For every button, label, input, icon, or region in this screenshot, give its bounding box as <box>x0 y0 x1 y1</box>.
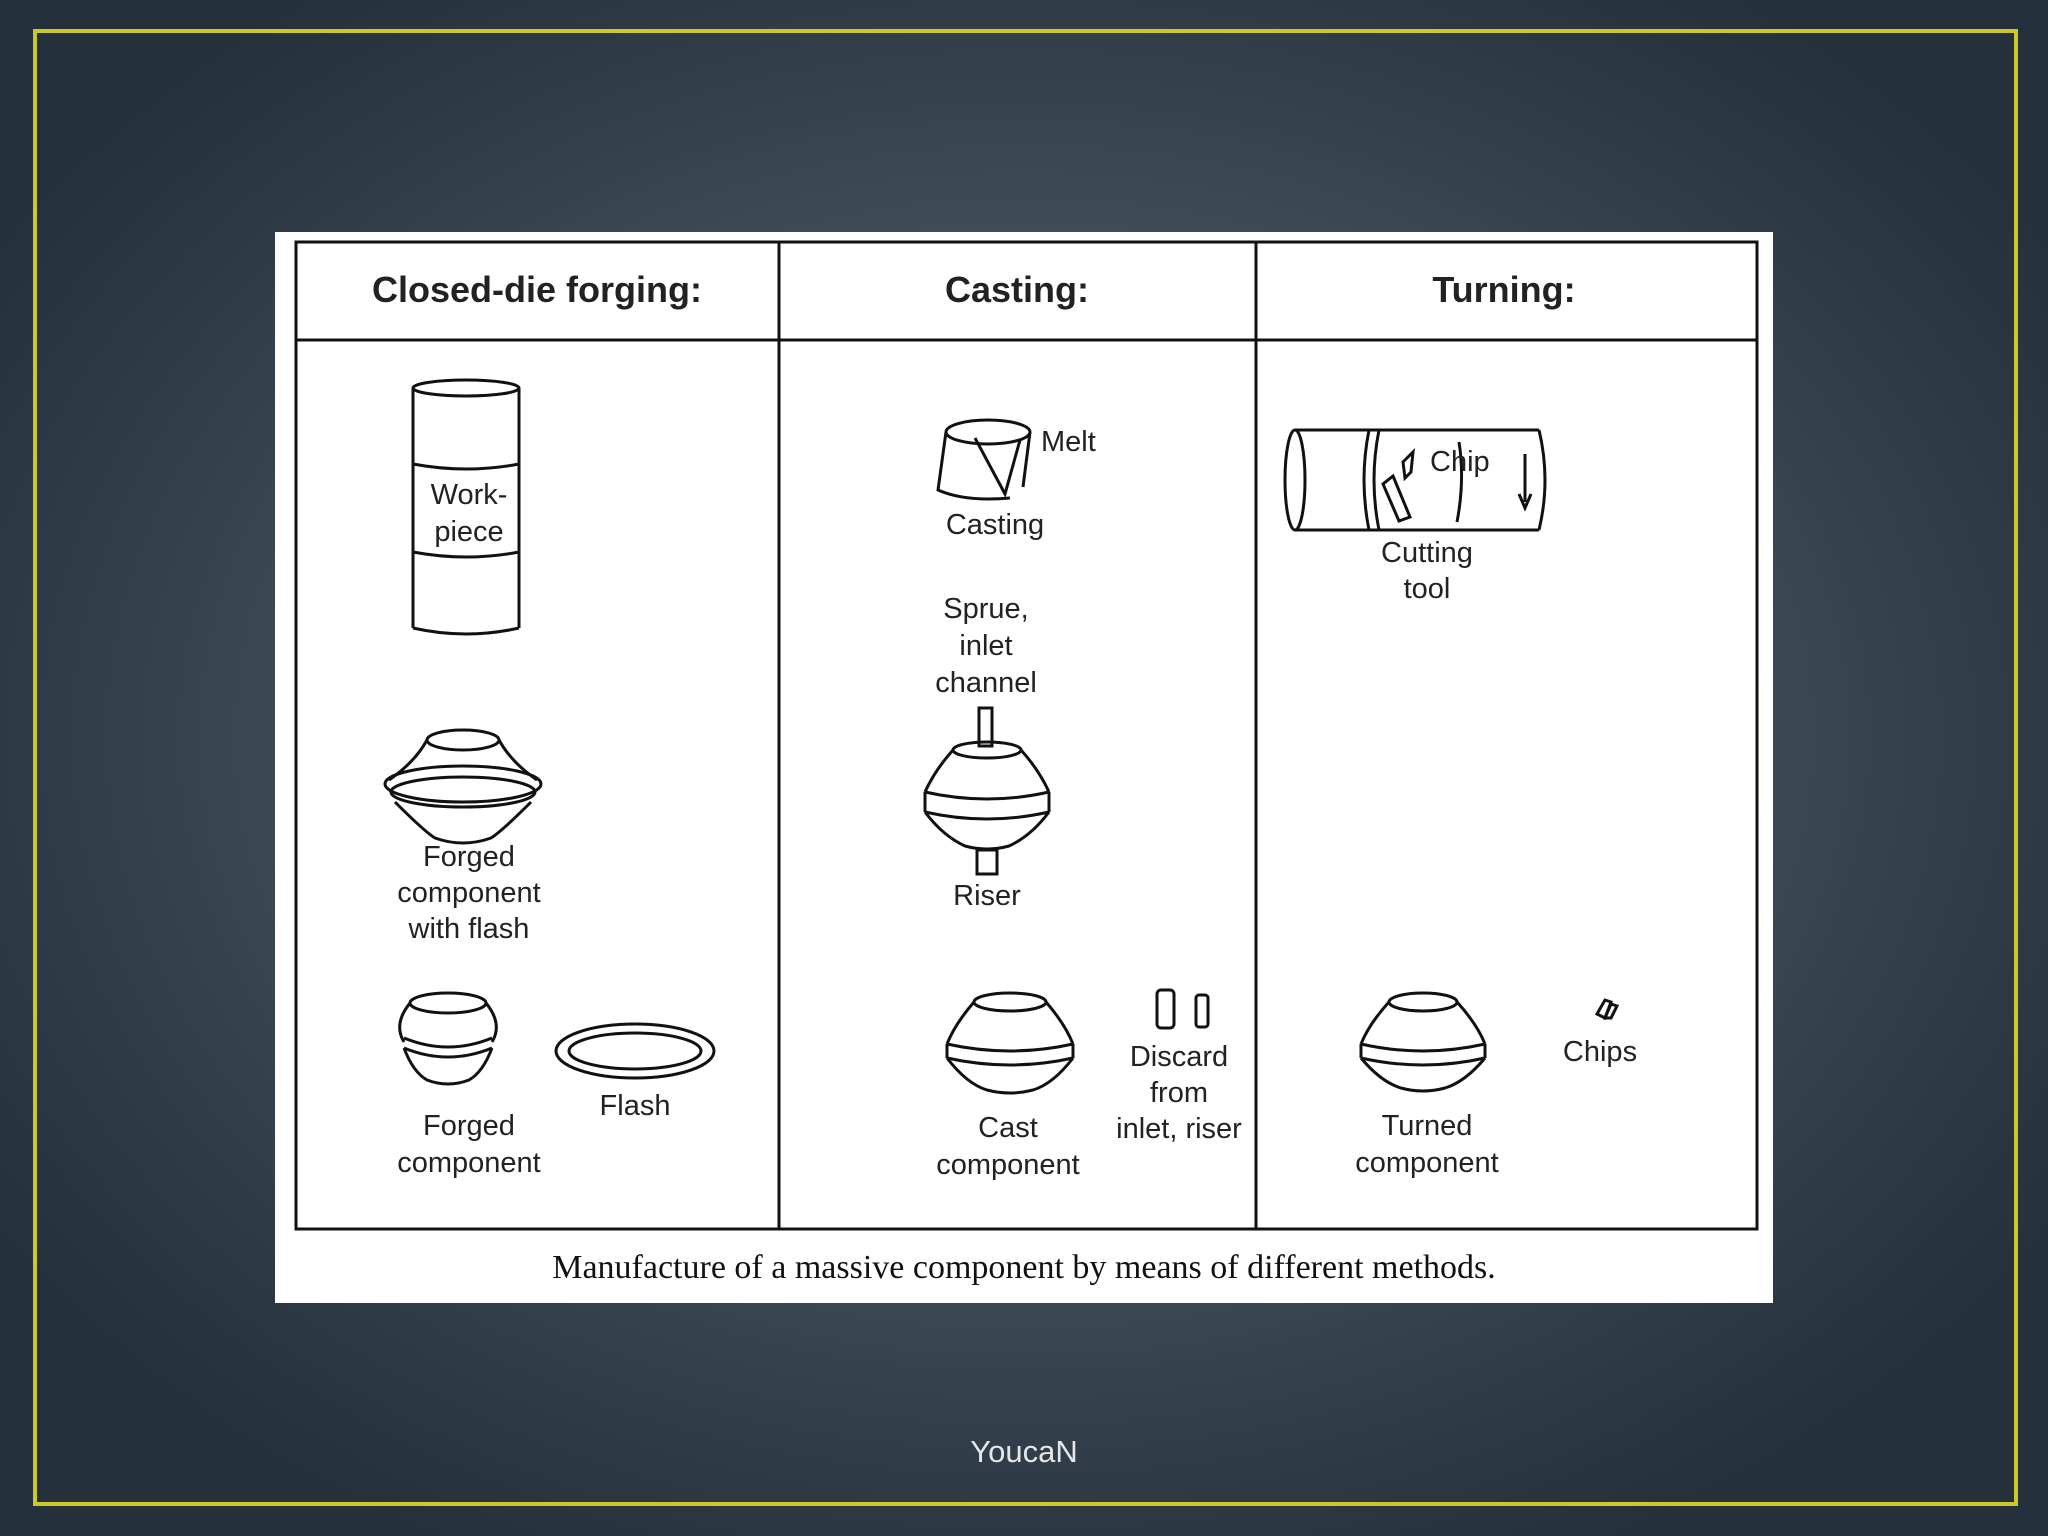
header-closed-die-forging: Closed-die forging: <box>372 269 702 310</box>
mold-with-sprue-riser-drawing <box>923 706 1051 876</box>
label-workpiece-line1: Work- <box>431 479 508 511</box>
label-discard-line3: inlet, riser <box>1116 1113 1242 1145</box>
label-discard-line2: from <box>1150 1077 1208 1109</box>
flash-ring-drawing <box>554 1022 716 1080</box>
label-forged-with-flash-line3: with flash <box>408 913 530 945</box>
cutting-tool-drawing <box>1381 447 1415 523</box>
label-sprue-line1: Sprue, <box>943 593 1028 625</box>
forged-with-flash-drawing <box>383 728 543 845</box>
workpiece-cylinder-drawing <box>411 378 521 636</box>
label-casting: Casting <box>946 509 1044 541</box>
label-forged-component-line2: component <box>397 1147 541 1179</box>
label-flash: Flash <box>600 1090 671 1122</box>
label-turned-line1: Turned <box>1382 1110 1473 1142</box>
label-cutting-tool-line1: Cutting <box>1381 537 1473 569</box>
label-sprue-line3: channel <box>935 667 1037 699</box>
slide-footer: YoucaN <box>970 1434 1078 1469</box>
label-cutting-tool-line2: tool <box>1404 573 1451 605</box>
figure-caption: Manufacture of a massive component by me… <box>552 1249 1496 1286</box>
slide-frame <box>33 29 2018 1506</box>
label-forged-with-flash-line2: component <box>397 877 541 909</box>
label-forged-with-flash-line1: Forged <box>423 841 515 873</box>
label-turned-line2: component <box>1355 1147 1499 1179</box>
turning-bar-drawing <box>1283 428 1547 532</box>
label-sprue-line2: inlet <box>959 630 1012 662</box>
cast-component-drawing <box>945 991 1075 1095</box>
label-workpiece-line2: piece <box>434 516 503 548</box>
figure-image: Closed-die forging: Casting: Turning: Wo… <box>275 232 1773 1303</box>
label-discard-line1: Discard <box>1130 1041 1228 1073</box>
label-cast-line2: component <box>936 1149 1080 1181</box>
header-casting: Casting: <box>945 269 1089 310</box>
forged-component-drawing <box>398 991 498 1086</box>
label-riser: Riser <box>953 880 1021 912</box>
chips-drawing <box>1594 998 1620 1021</box>
label-chips: Chips <box>1563 1036 1637 1068</box>
turned-component-drawing <box>1359 991 1487 1093</box>
table-border <box>294 240 1759 1231</box>
process-diagram: Closed-die forging: Casting: Turning: Wo… <box>294 240 1759 1286</box>
label-melt: Melt <box>1041 426 1096 458</box>
label-cast-line1: Cast <box>978 1112 1038 1144</box>
label-forged-component-line1: Forged <box>423 1110 515 1142</box>
melt-ladle-drawing <box>936 418 1032 501</box>
discard-pieces-drawing <box>1155 988 1210 1030</box>
label-chip: Chip <box>1430 446 1490 478</box>
header-turning: Turning: <box>1432 269 1575 310</box>
